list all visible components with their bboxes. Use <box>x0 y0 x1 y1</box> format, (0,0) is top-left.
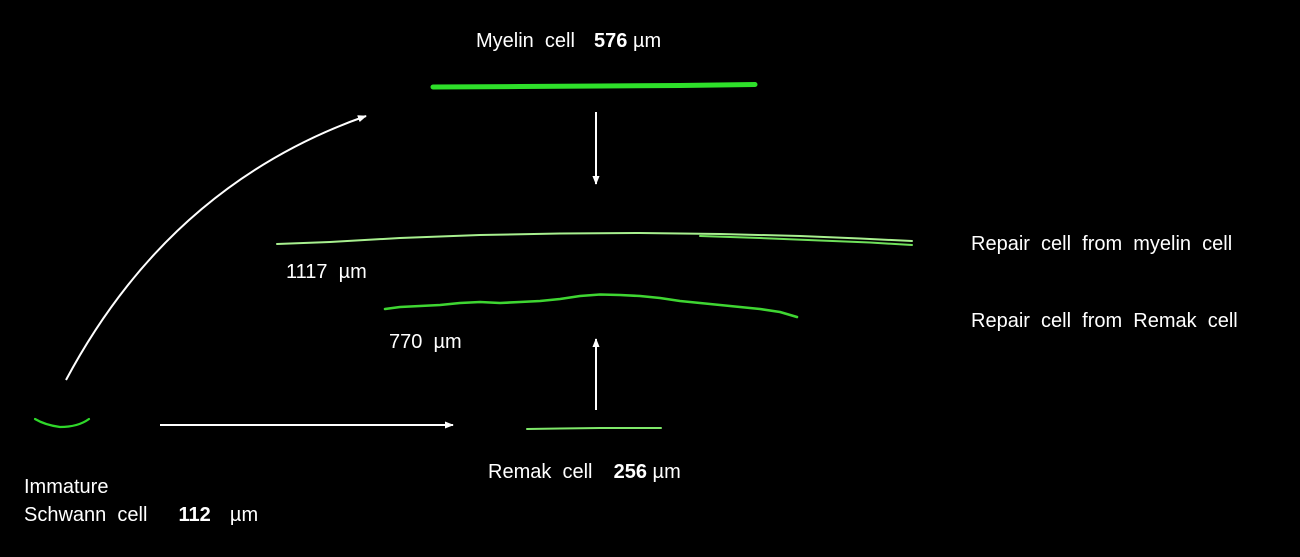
immature-cell-trace <box>33 417 91 429</box>
repair-remak-cell-name: Repair cell from Remak cell <box>971 310 1238 332</box>
immature-cell-length-unit: µm <box>229 504 259 526</box>
arrow-immature-to-myelin <box>65 115 367 381</box>
remak-cell-trace <box>526 427 662 430</box>
immature-cell-length-value: 112 <box>178 504 211 526</box>
remak-cell-name: Remak cell <box>488 461 593 483</box>
immature-cell-name: Schwann cell <box>24 504 148 526</box>
remak-cell-length-value: 256 <box>613 461 647 483</box>
immature-cell-label-line2: Schwann cell 112 µm <box>24 503 258 527</box>
repair-myelin-cell-trace <box>276 231 913 245</box>
repair-myelin-cell-trace-branch <box>699 235 913 246</box>
repair-remak-cell-length: 770 µm <box>389 331 462 353</box>
myelin-cell-length-unit: µm <box>632 30 662 52</box>
repair-myelin-cell-length: 1117 µm <box>286 261 367 283</box>
remak-cell-length-unit: µm <box>652 461 681 483</box>
immature-cell-label-line1: Immature <box>24 476 109 498</box>
myelin-cell-label: Myelin cell 576 µm <box>476 29 661 53</box>
repair-myelin-cell-name: Repair cell from myelin cell <box>971 233 1233 255</box>
myelin-cell-length-value: 576 <box>594 30 628 52</box>
remak-cell-label: Remak cell 256 µm <box>488 460 681 484</box>
repair-remak-cell-trace <box>383 293 799 319</box>
myelin-cell-name: Myelin cell <box>476 30 575 52</box>
myelin-cell-trace <box>430 82 758 90</box>
